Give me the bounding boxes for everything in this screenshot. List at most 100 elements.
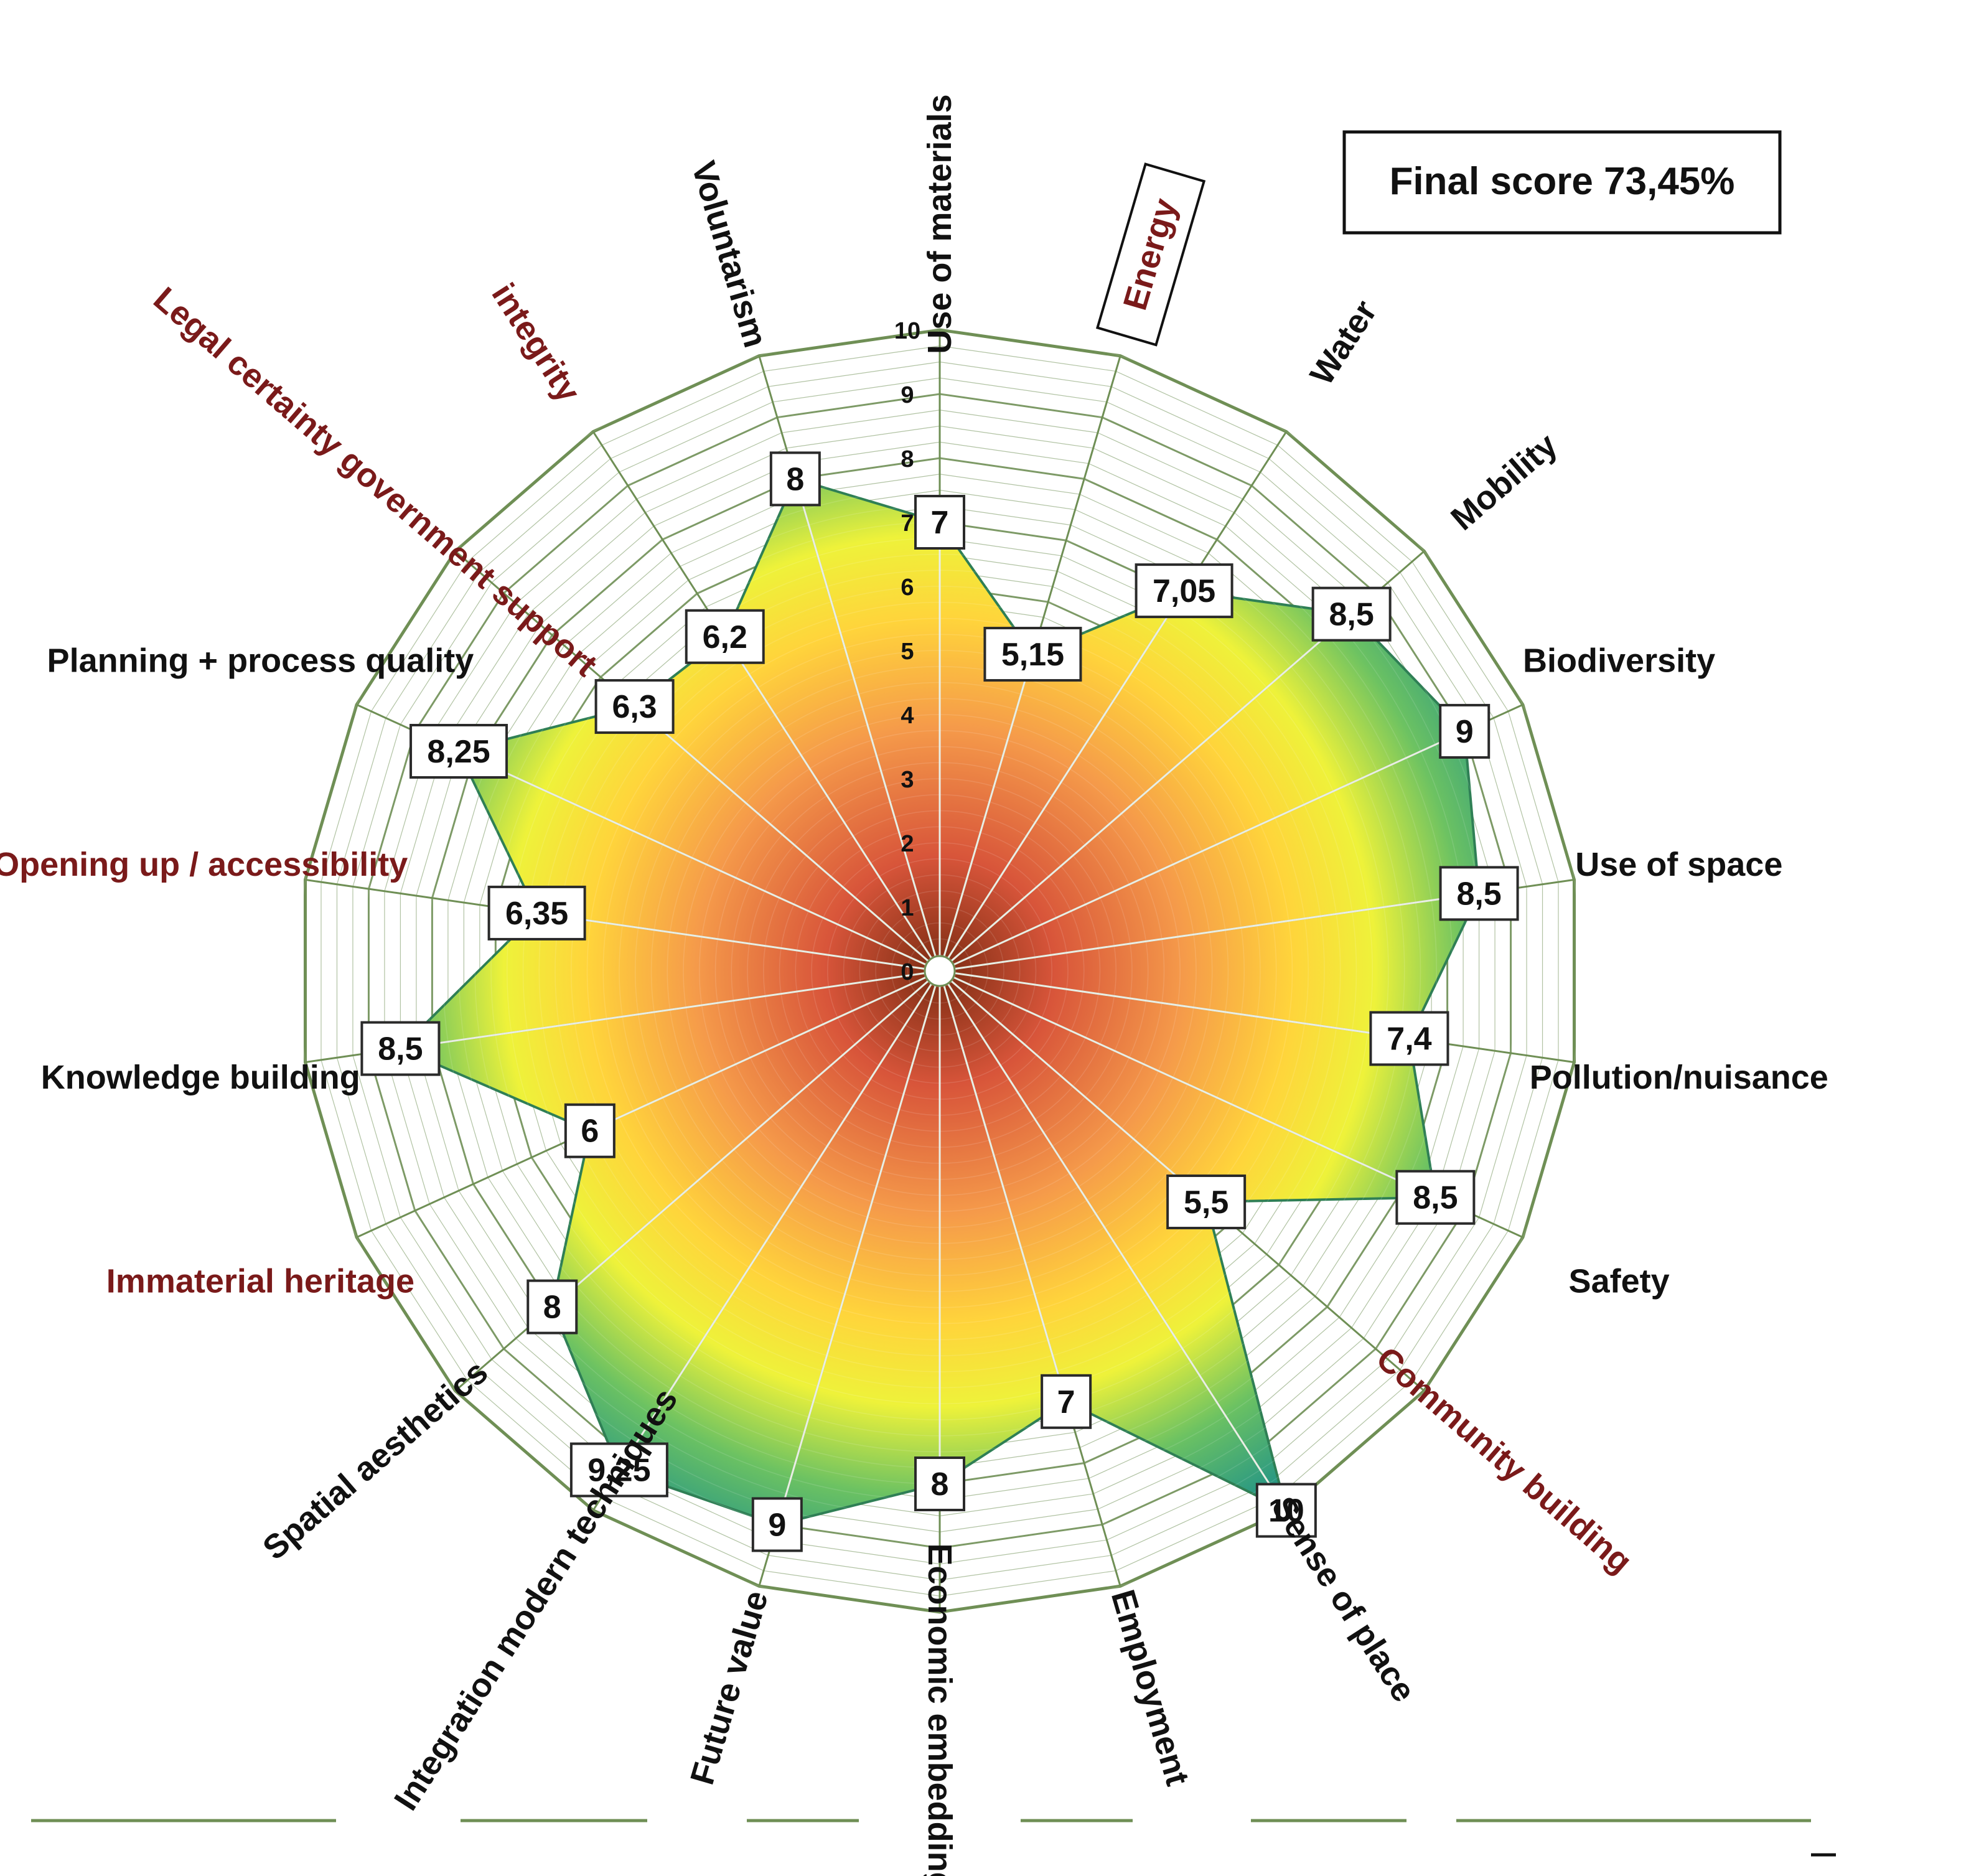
axis-label-group: Energy xyxy=(1095,162,1206,347)
axis-label-group: Community building xyxy=(1369,1339,1639,1580)
axis-label-group: Integration modern techniques xyxy=(387,1382,685,1817)
spoke-inner xyxy=(634,705,940,972)
spoke-inner xyxy=(724,635,941,972)
axis-label: Pollution/nuisance xyxy=(1530,1059,1828,1096)
final-score-label: Final score 73,45% xyxy=(1390,160,1735,203)
axis-label-group: Immaterial heritage xyxy=(106,1263,414,1300)
spoke-inner xyxy=(938,654,1034,972)
value-label: 6,35 xyxy=(505,896,568,932)
value-label: 9 xyxy=(768,1507,786,1543)
value-label: 8 xyxy=(786,461,804,497)
value-box: 7,05 xyxy=(1135,563,1233,619)
value-box-frame xyxy=(1255,1483,1317,1538)
value-box: 7 xyxy=(1041,1374,1092,1429)
spoke-layer xyxy=(305,330,1575,1612)
value-label: 6,3 xyxy=(612,689,657,725)
value-label: 8,5 xyxy=(1456,876,1501,912)
value-box: 8,5 xyxy=(360,1021,441,1076)
value-box-frame xyxy=(1041,1374,1092,1429)
value-label: 8,25 xyxy=(427,734,490,770)
axis-label-group: Spatial aesthetics xyxy=(256,1353,495,1567)
value-box: 8,25 xyxy=(410,724,508,779)
value-box: 7 xyxy=(914,495,965,550)
value-label: 7 xyxy=(1057,1384,1075,1420)
axis-label: Integration modern techniques xyxy=(387,1382,685,1817)
value-box: 6,3 xyxy=(594,679,675,734)
axis-label-group: Mobility xyxy=(1444,426,1564,538)
spoke-inner xyxy=(939,970,1207,1203)
value-label: 7 xyxy=(931,505,949,541)
value-label: 9,25 xyxy=(587,1453,650,1489)
axis-label: Biodiversity xyxy=(1523,642,1715,680)
value-box-frame xyxy=(594,679,675,734)
axis-label: Use of space xyxy=(1575,846,1782,883)
axis-label-group: Use of materials xyxy=(921,94,958,354)
axis-label: Knowledge building xyxy=(41,1059,360,1096)
tick-label: 6 xyxy=(901,575,914,601)
spoke-inner xyxy=(551,970,940,1308)
footer-lines xyxy=(31,1819,1836,1857)
axis-label: Employment xyxy=(1104,1585,1197,1789)
value-label: 5,5 xyxy=(1184,1184,1229,1221)
value-label: 8 xyxy=(543,1290,561,1326)
tick-label: 1 xyxy=(901,895,914,921)
axis-label-frame xyxy=(1095,162,1206,347)
value-box: 8,5 xyxy=(1395,1170,1476,1225)
axis-label-group: Sense of place xyxy=(1264,1490,1423,1709)
axis-label-group: Use of space xyxy=(1575,846,1782,883)
value-box-frame xyxy=(1395,1170,1476,1225)
spoke-inner xyxy=(939,613,1352,972)
axis-label-group: Safety xyxy=(1569,1263,1670,1300)
value-box-frame xyxy=(487,885,586,940)
tick-label: 10 xyxy=(894,318,920,344)
value-box: 7,4 xyxy=(1369,1011,1449,1066)
spoke-inner xyxy=(458,750,940,972)
tick-label: 8 xyxy=(901,446,914,472)
tick-label: 9 xyxy=(901,382,914,408)
value-label: 5,15 xyxy=(1001,637,1064,673)
axis-label-group: Future value xyxy=(683,1587,775,1789)
tick-label: 7 xyxy=(901,510,914,537)
axis-label-group: Employment xyxy=(1104,1585,1197,1789)
axis-label: Mobility xyxy=(1444,426,1564,538)
spoke-inner xyxy=(938,590,1185,972)
value-box-frame xyxy=(569,1442,668,1498)
value-box-frame xyxy=(1311,586,1392,642)
tick-label: 0 xyxy=(901,959,914,985)
final-score-box: Final score 73,45% xyxy=(1342,130,1782,235)
spoke-inner xyxy=(938,970,1288,1511)
spoke-inner xyxy=(776,970,941,1525)
value-box: 6,2 xyxy=(685,609,765,664)
axis-label: Voluntarism xyxy=(685,157,774,351)
axis-label: integrity xyxy=(484,277,587,409)
axis-label-group: Knowledge building xyxy=(41,1059,360,1096)
center-hub xyxy=(924,955,956,987)
value-box: 8 xyxy=(769,451,821,507)
axis-label: Planning + process quality xyxy=(47,642,474,680)
axis-label: Community building xyxy=(1369,1339,1639,1580)
value-box: 8 xyxy=(914,1456,965,1511)
value-label: 7,4 xyxy=(1387,1021,1431,1057)
value-box: 8,5 xyxy=(1311,586,1392,642)
value-label: 6 xyxy=(581,1114,599,1150)
value-label: 9 xyxy=(1456,714,1474,750)
value-box-frame xyxy=(1369,1011,1449,1066)
value-box: 9 xyxy=(1439,703,1491,759)
spoke-inner xyxy=(938,970,1067,1402)
axis-label: Spatial aesthetics xyxy=(256,1353,495,1567)
spoke-inner xyxy=(589,970,940,1132)
value-box: 8 xyxy=(527,1279,578,1334)
value-box: 5,5 xyxy=(1166,1174,1247,1229)
spoke-inner xyxy=(536,912,940,972)
axis-label-group: Pollution/nuisance xyxy=(1530,1059,1828,1096)
value-box-frame xyxy=(914,495,965,550)
value-label: 7,05 xyxy=(1153,573,1215,609)
spoke-inner xyxy=(400,970,940,1050)
tick-label: 3 xyxy=(901,767,914,793)
value-box: 5,15 xyxy=(983,627,1082,682)
spoke-inner xyxy=(939,970,1410,1039)
axis-label-group: Biodiversity xyxy=(1523,642,1715,680)
axis-label: Sense of place xyxy=(1264,1490,1423,1709)
value-box: 8,5 xyxy=(1439,866,1519,921)
